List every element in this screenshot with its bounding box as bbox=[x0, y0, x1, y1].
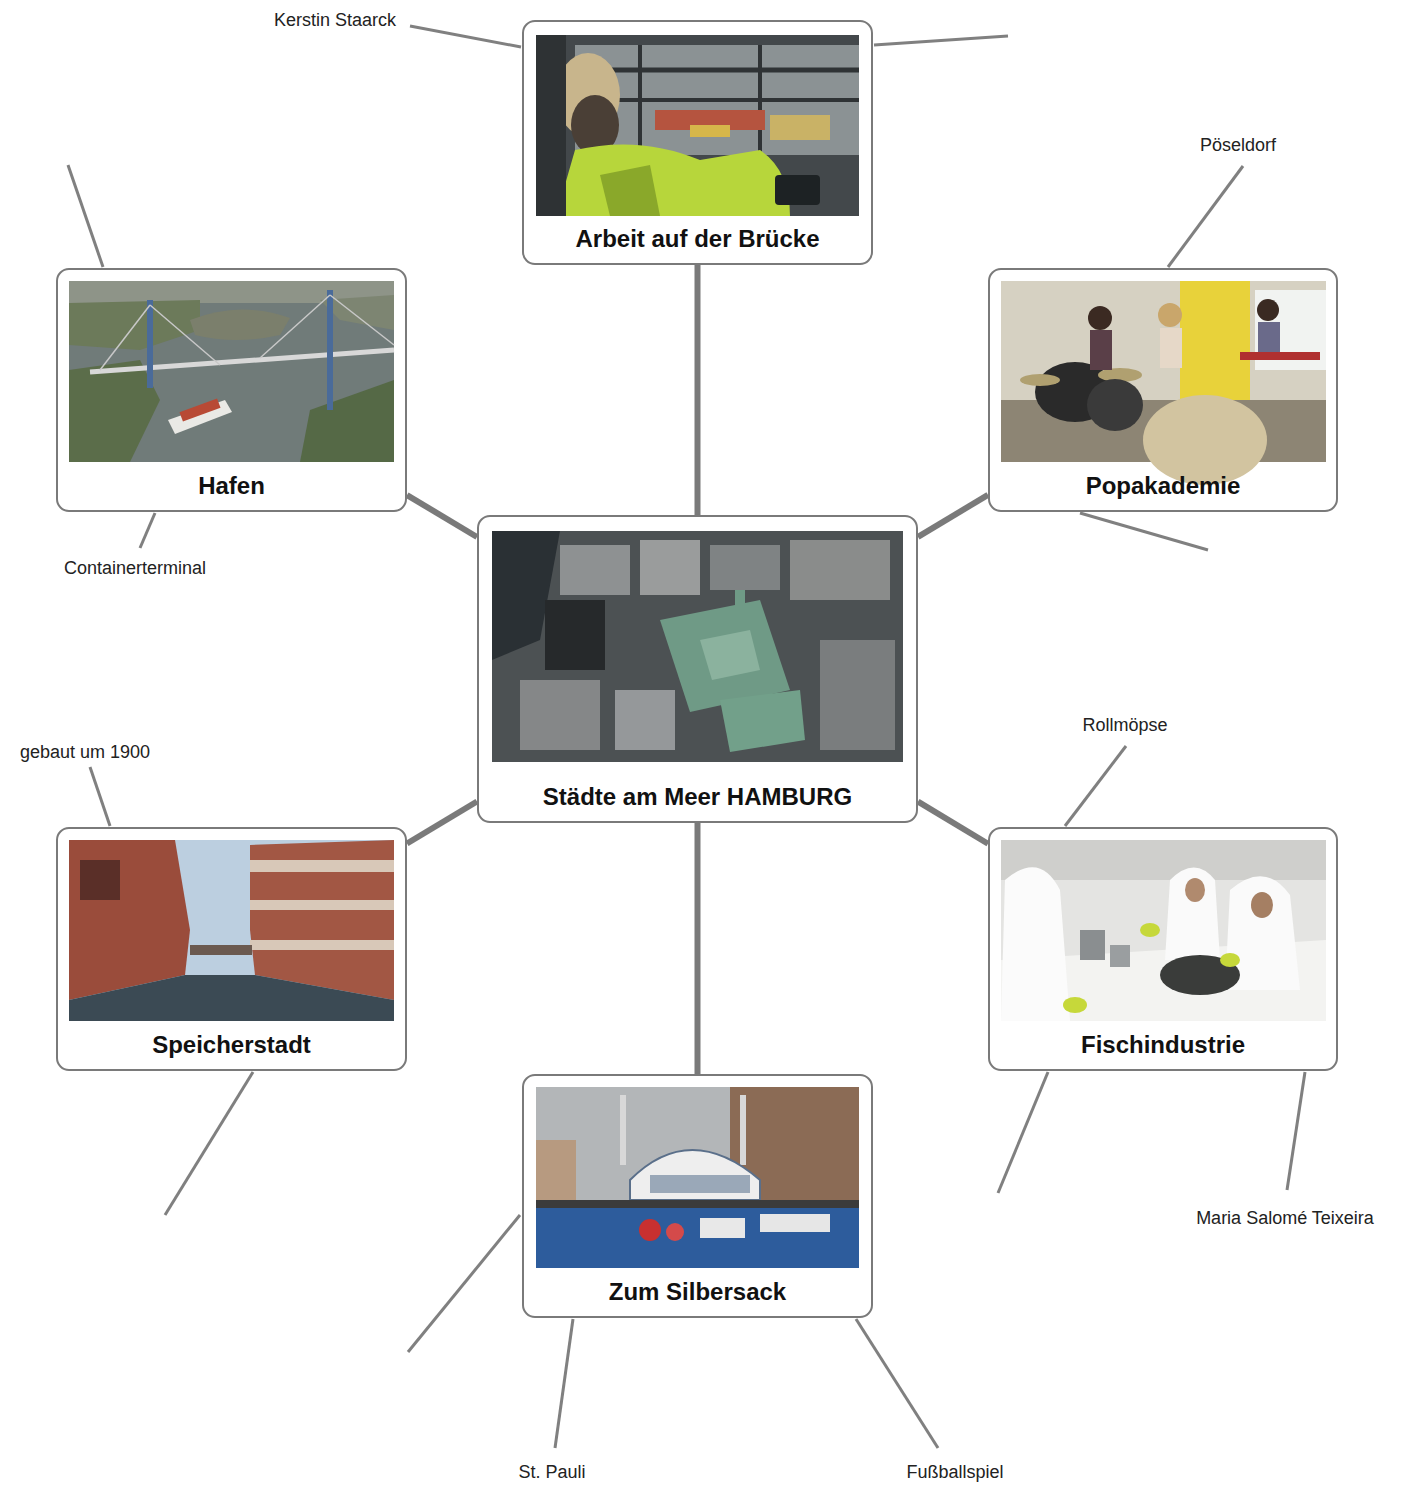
connector-line bbox=[407, 495, 477, 537]
photo-box: Speicherstadt bbox=[56, 827, 407, 1071]
box-title: Speicherstadt bbox=[152, 1031, 311, 1059]
pub-facade-photo bbox=[536, 1087, 859, 1268]
fish-factory-photo bbox=[1001, 840, 1326, 1021]
warehouse-canal-photo bbox=[69, 840, 394, 1021]
photo-box: Hafen bbox=[56, 268, 407, 512]
box-title: Hafen bbox=[198, 472, 265, 500]
leader-label: Kerstin Staarck bbox=[272, 9, 398, 31]
connector-line bbox=[918, 802, 988, 844]
box-title: Städte am Meer HAMBURG bbox=[543, 783, 852, 811]
connector-line bbox=[407, 801, 477, 843]
band-rehearsal-photo bbox=[1001, 281, 1326, 485]
central-box: Städte am Meer HAMBURG bbox=[477, 515, 918, 823]
connector-line bbox=[697, 265, 698, 515]
photo-box: Fischindustrie bbox=[988, 827, 1338, 1071]
connector-stroke bbox=[918, 495, 988, 537]
connector-line bbox=[918, 495, 988, 537]
photo-box: Popakademie bbox=[988, 268, 1338, 512]
connector-stroke bbox=[695, 265, 701, 515]
connector-stroke bbox=[407, 801, 477, 843]
connector-stroke bbox=[918, 802, 988, 844]
leader-label: St. Pauli bbox=[516, 1461, 587, 1483]
leader-label: Maria Salomé Teixeira bbox=[1194, 1207, 1376, 1229]
connector-line bbox=[697, 823, 698, 1074]
box-title: Arbeit auf der Brücke bbox=[575, 225, 819, 253]
leader-label: Rollmöpse bbox=[1080, 714, 1169, 736]
box-title: Fischindustrie bbox=[1081, 1031, 1245, 1059]
harbour-photo bbox=[69, 281, 394, 462]
crane-cabin-photo bbox=[536, 35, 859, 216]
photo-box: Zum Silbersack bbox=[522, 1074, 873, 1318]
photo-box: Arbeit auf der Brücke bbox=[522, 20, 873, 265]
box-title: Popakademie bbox=[1086, 472, 1241, 500]
leader-label: Fußballspiel bbox=[904, 1461, 1005, 1483]
aerial-city-photo bbox=[492, 531, 903, 762]
leader-label: gebaut um 1900 bbox=[18, 741, 152, 763]
box-title: Zum Silbersack bbox=[609, 1278, 786, 1306]
leader-label: Containerterminal bbox=[62, 557, 208, 579]
leader-label: Pöseldorf bbox=[1198, 134, 1278, 156]
connector-stroke bbox=[695, 823, 701, 1074]
leader-lines bbox=[68, 26, 1305, 1448]
connector-stroke bbox=[407, 495, 477, 537]
